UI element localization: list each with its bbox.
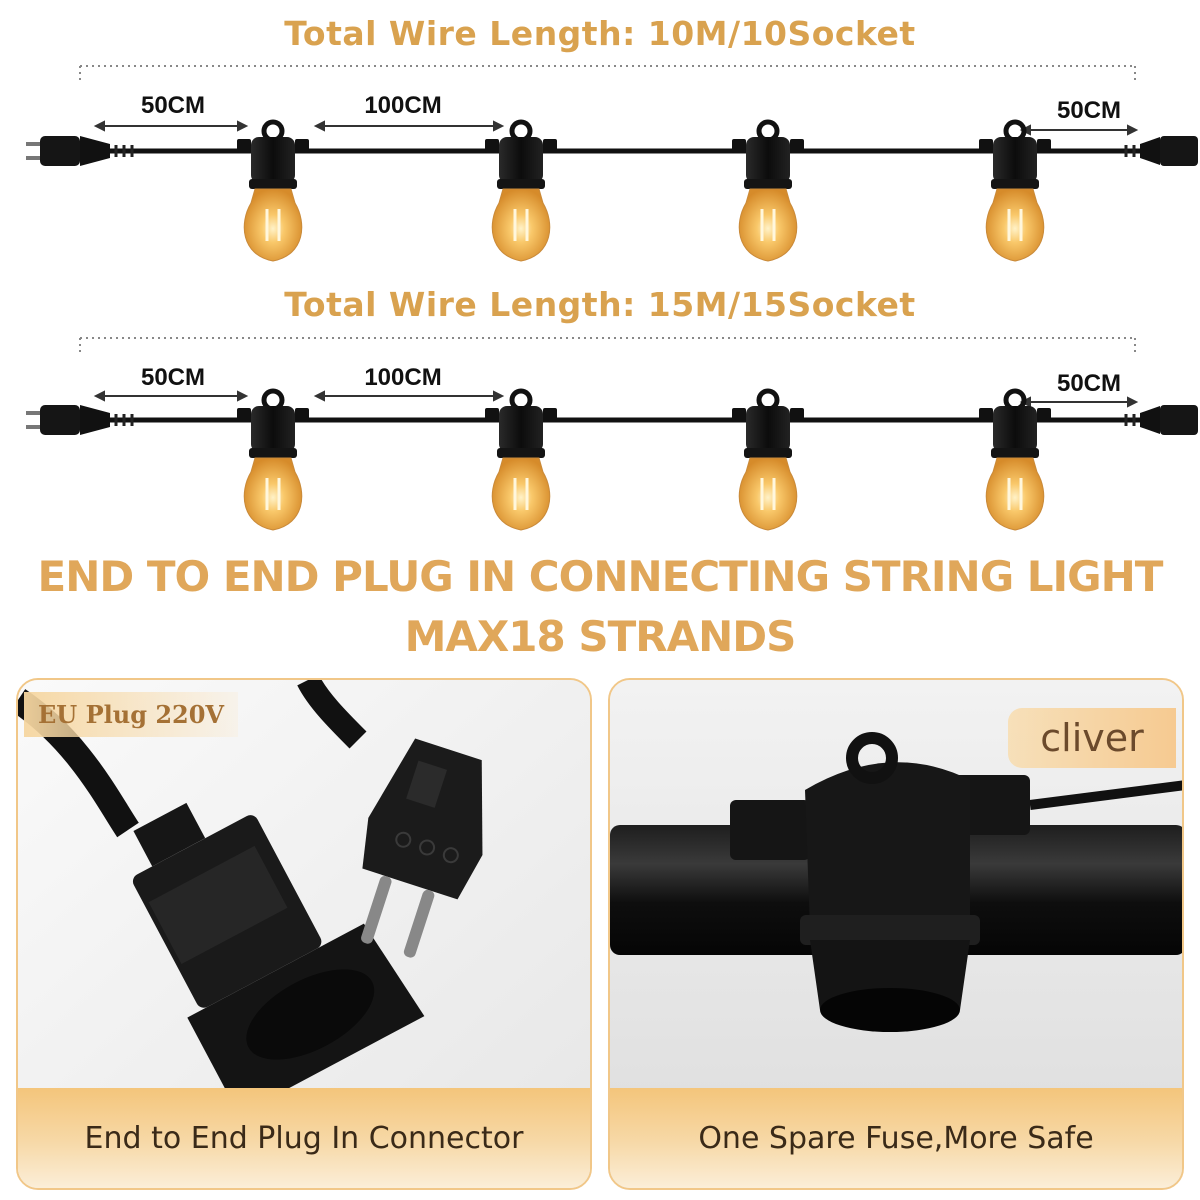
strand-1-dim-mid: 100CM — [364, 92, 442, 119]
socket-closeup-panel: cliver One Spare Fuse,More Safe — [608, 678, 1184, 1190]
left-caption-bar: End to End Plug In Connector — [18, 1088, 590, 1188]
strand-1-diagram — [24, 65, 1200, 270]
strand-2-dim-left: 50CM — [140, 364, 206, 391]
strand-2-dim-right: 50CM — [1056, 370, 1122, 397]
plug-connector-panel: EU Plug 220V End to End Plug In Connecto… — [16, 678, 592, 1190]
headline-line-1: END TO END PLUG IN CONNECTING STRING LIG… — [37, 552, 1164, 601]
right-caption: One Spare Fuse,More Safe — [698, 1120, 1094, 1156]
strand-1-title: Total Wire Length: 10M/10Socket — [284, 14, 916, 53]
left-caption: End to End Plug In Connector — [84, 1120, 524, 1156]
strand-1-dim-right: 50CM — [1056, 97, 1122, 124]
strand-2-dim-mid: 100CM — [364, 364, 442, 391]
right-caption-bar: One Spare Fuse,More Safe — [610, 1088, 1182, 1188]
headline-line-2: MAX18 STRANDS — [404, 612, 797, 661]
eu-plug-tag: EU Plug 220V — [24, 692, 239, 737]
strand-2-title: Total Wire Length: 15M/15Socket — [284, 285, 916, 324]
strand-1-dim-left: 50CM — [140, 92, 206, 119]
strand-2-diagram — [24, 337, 1200, 550]
brand-tag: cliver — [1008, 708, 1176, 768]
